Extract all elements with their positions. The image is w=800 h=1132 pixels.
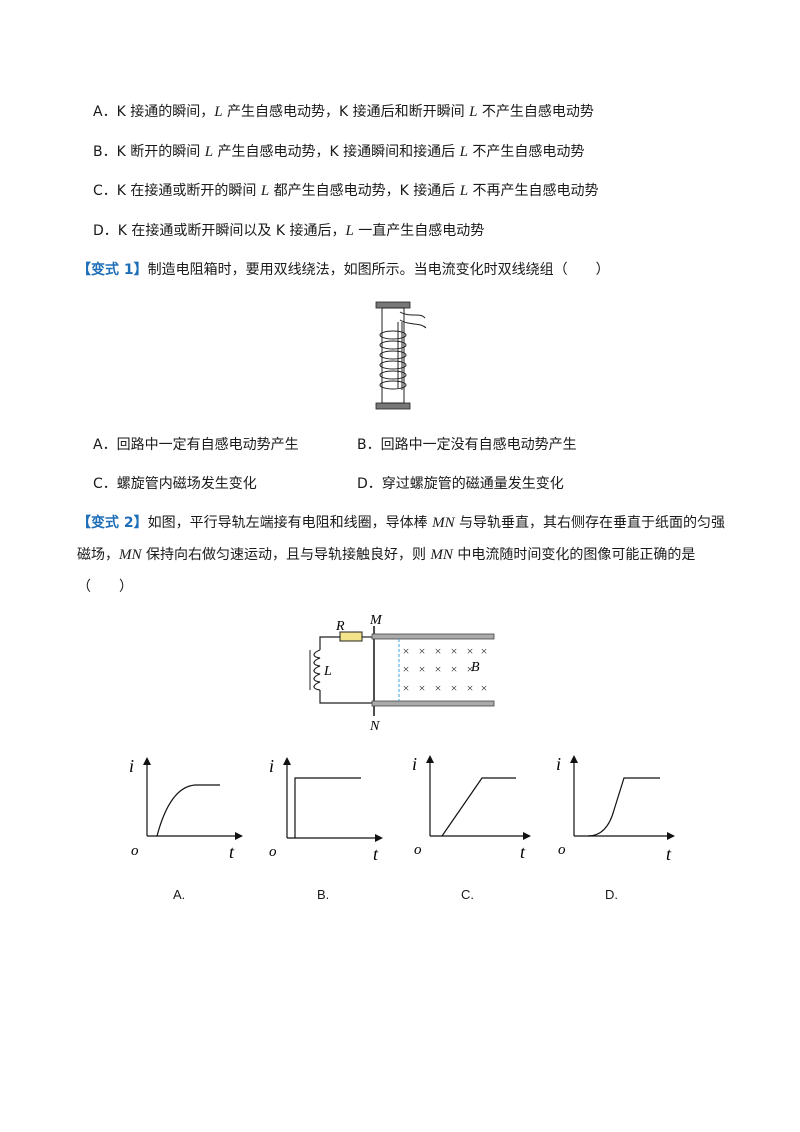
variant2-line-1: 【变式 2】如图，平行导轨左端接有电阻和线圈，导体棒 MN 与导轨垂直，其右侧存… xyxy=(77,515,726,531)
svg-text:×: × xyxy=(451,662,458,676)
label-n: N xyxy=(369,719,380,733)
curve-c xyxy=(441,777,516,837)
svg-text:×: × xyxy=(481,681,488,695)
option-d: D．K 在接通或断开瞬间以及 K 接通后，L 一直产生自感电动势 xyxy=(93,223,485,239)
option-letter: A． xyxy=(93,104,117,120)
svg-text:o: o xyxy=(131,843,139,859)
variant1-option-a: A．回路中一定有自感电动势产生 xyxy=(93,437,299,453)
magnetic-field-crosses: × × × × × × × × × × × × × × × × × xyxy=(403,644,488,695)
svg-text:×: × xyxy=(435,681,442,695)
svg-text:×: × xyxy=(419,662,426,676)
svg-text:×: × xyxy=(435,644,442,658)
variant1-question: 【变式 1】制造电阻箱时，要用双线绕法，如图所示。当电流变化时双线绕组（ ） xyxy=(77,260,610,280)
label-b: B xyxy=(471,660,480,675)
graph-a: i t o xyxy=(129,756,243,862)
svg-text:i: i xyxy=(269,756,274,776)
svg-text:×: × xyxy=(435,662,442,676)
rail-circuit-figure: × × × × × × × × × × × × × × × × × R M L N B xyxy=(309,613,495,733)
graph-a-caption: A. xyxy=(173,887,186,902)
svg-text:×: × xyxy=(467,644,474,658)
variant1-option-d: D．穿过螺旋管的磁通量发生变化 xyxy=(357,476,564,492)
bottom-rail xyxy=(371,700,495,707)
variant1-tag: 【变式 1】 xyxy=(77,262,148,278)
svg-text:×: × xyxy=(467,662,474,676)
graph-d-caption: D. xyxy=(605,887,618,902)
option-letter: B． xyxy=(93,144,117,160)
graph-b: i t o xyxy=(269,756,383,864)
svg-text:t: t xyxy=(666,844,672,864)
curve-b xyxy=(294,777,361,838)
variant2-line-2: 磁场，MN 保持向右做匀速运动，且与导轨接触良好，则 MN 中电流随时间变化的图… xyxy=(77,547,696,563)
svg-text:o: o xyxy=(269,844,277,860)
svg-text:×: × xyxy=(403,662,410,676)
option-letter: C． xyxy=(93,183,117,199)
svg-text:×: × xyxy=(403,644,410,658)
svg-text:o: o xyxy=(558,842,566,858)
graph-c-caption: C. xyxy=(461,887,474,902)
svg-text:i: i xyxy=(129,756,134,776)
svg-text:o: o xyxy=(414,842,422,858)
svg-text:t: t xyxy=(229,842,235,862)
variant1-text: 制造电阻箱时，要用双线绕法，如图所示。当电流变化时双线绕组（ ） xyxy=(147,262,610,278)
svg-text:×: × xyxy=(451,681,458,695)
variant2-line-3: （ ） xyxy=(77,579,133,595)
graph-d: i t o xyxy=(556,754,675,864)
option-letter: D． xyxy=(93,223,118,239)
svg-text:×: × xyxy=(419,681,426,695)
curve-d xyxy=(587,777,660,837)
label-r: R xyxy=(335,619,345,634)
variant1-option-c: C．螺旋管内磁场发生变化 xyxy=(93,476,257,492)
svg-text:×: × xyxy=(481,644,488,658)
svg-text:t: t xyxy=(520,842,526,862)
label-m: M xyxy=(369,613,383,628)
svg-text:×: × xyxy=(419,644,426,658)
bifilar-coil-figure xyxy=(375,301,427,410)
option-c: C．K 在接通或断开的瞬间 L 都产生自感电动势，K 接通后 L 不再产生自感电… xyxy=(93,183,599,199)
svg-text:×: × xyxy=(403,681,410,695)
svg-text:×: × xyxy=(467,681,474,695)
label-l: L xyxy=(323,664,332,679)
resistor xyxy=(339,631,363,642)
option-b: B．K 断开的瞬间 L 产生自感电动势，K 接通瞬间和接通后 L 不产生自感电动… xyxy=(93,144,585,160)
svg-text:i: i xyxy=(412,754,417,774)
variant2-tag: 【变式 2】 xyxy=(77,515,148,531)
option-a: A．K 接通的瞬间，L 产生自感电动势，K 接通后和断开瞬间 L 不产生自感电动… xyxy=(93,104,594,120)
svg-text:×: × xyxy=(451,644,458,658)
curve-a xyxy=(156,784,220,837)
graph-b-caption: B. xyxy=(317,887,330,902)
variant1-option-b: B．回路中一定没有自感电动势产生 xyxy=(357,437,577,453)
graph-c: i t o xyxy=(412,754,531,862)
top-rail xyxy=(371,633,495,640)
svg-text:i: i xyxy=(556,754,561,774)
svg-text:t: t xyxy=(373,844,379,864)
